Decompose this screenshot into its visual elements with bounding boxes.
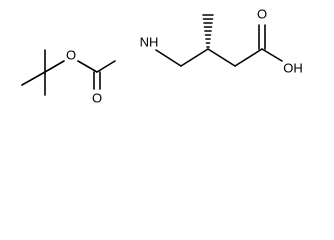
carbamate-group bbox=[77, 60, 116, 90]
bond-ester-oxygen-to-carbonyl bbox=[77, 60, 98, 73]
carbon-chain bbox=[155, 48, 263, 67]
bond-carbonyl-to-amine bbox=[96, 60, 116, 73]
bond-tbu-methyl-left bbox=[21, 71, 46, 86]
ester-oxygen-label: O bbox=[66, 48, 76, 63]
amine-nh-label: NH bbox=[140, 35, 159, 50]
bond-ch2-to-acid-carbon bbox=[234, 48, 263, 67]
tert-butyl-group bbox=[21, 49, 65, 96]
bond-amine-to-ch2 bbox=[155, 49, 182, 67]
bond-tbu-to-ester-oxygen bbox=[44, 60, 65, 73]
bond-stereocenter-to-ch2 bbox=[207, 48, 236, 67]
acid-carbonyl-oxygen-label: O bbox=[257, 7, 267, 22]
stereo-hashed-wedge-methyl bbox=[202, 14, 214, 48]
bond-ch2-to-stereocenter bbox=[180, 48, 209, 67]
chemical-structure: O O NH O OH bbox=[21, 7, 303, 106]
carboxylic-acid-group bbox=[258, 24, 283, 62]
hydroxyl-oh-label: OH bbox=[283, 61, 303, 76]
carbamate-carbonyl-oxygen-label: O bbox=[92, 91, 102, 106]
bond-acid-to-hydroxyl bbox=[261, 48, 283, 62]
